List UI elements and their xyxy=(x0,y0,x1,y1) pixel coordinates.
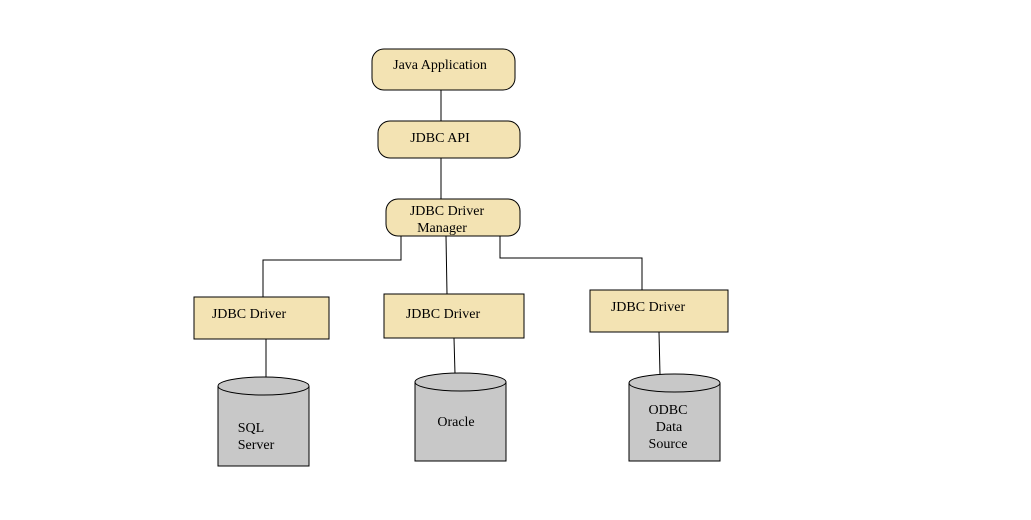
driver-manager-label-line1: JDBC Driver xyxy=(410,204,485,219)
driver-manager-label-line2: Manager xyxy=(417,221,467,236)
connectors xyxy=(262,90,661,377)
java-application-node: Java Application xyxy=(371,48,516,91)
connector-driver-2-db xyxy=(453,337,456,375)
connector-manager-driver-2 xyxy=(445,235,448,295)
java-application-label: Java Application xyxy=(393,58,487,73)
oracle-label: Oracle xyxy=(437,415,474,430)
database-oracle: Oracle xyxy=(414,372,507,462)
sql-server-label-line2: Server xyxy=(238,438,275,453)
connector-driver-3-db xyxy=(658,331,661,376)
database-odbc-data-source: ODBC Data Source xyxy=(628,373,721,462)
sql-server-label-line1: SQL xyxy=(238,421,264,436)
jdbc-driver-manager-node: JDBC Driver Manager xyxy=(385,198,521,237)
connector-manager-driver-3 xyxy=(499,236,643,290)
jdbc-driver-node-3: JDBC Driver xyxy=(589,289,729,333)
database-sql-server: SQL Server xyxy=(217,376,310,467)
jdbc-driver-1-label: JDBC Driver xyxy=(212,307,287,322)
jdbc-driver-2-label: JDBC Driver xyxy=(406,307,481,322)
jdbc-api-label: JDBC API xyxy=(410,131,470,146)
jdbc-driver-3-label: JDBC Driver xyxy=(611,300,686,315)
connector-manager-driver-1 xyxy=(262,236,402,297)
odbc-label-line2: Data xyxy=(656,420,683,435)
odbc-label-line3: Source xyxy=(649,437,688,452)
jdbc-driver-node-2: JDBC Driver xyxy=(383,293,525,339)
jdbc-api-node: JDBC API xyxy=(377,120,521,159)
odbc-label-line1: ODBC xyxy=(649,403,688,418)
jdbc-driver-node-1: JDBC Driver xyxy=(193,296,330,340)
